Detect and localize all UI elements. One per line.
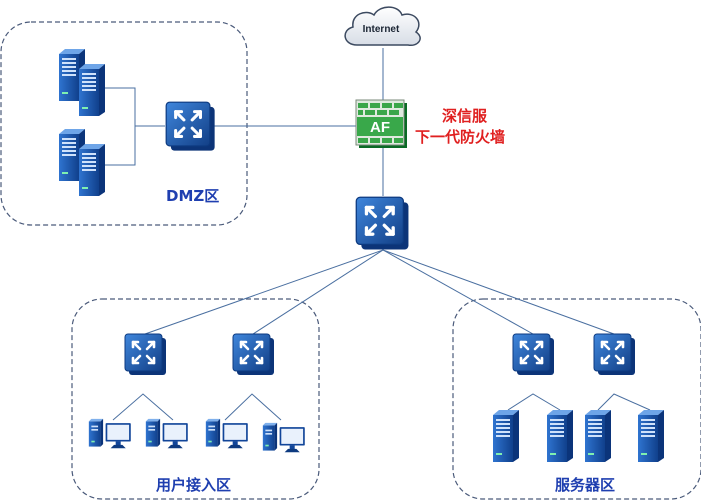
link-dmz-server-bottom — [105, 126, 136, 166]
dmz-switch-icon — [165, 101, 217, 153]
user-pc-4-icon — [262, 422, 305, 453]
access-switch-1-icon — [124, 333, 168, 377]
link-access2-pcs — [224, 393, 282, 421]
server-2-icon — [547, 410, 573, 462]
internet-label: Internet — [363, 24, 400, 35]
access-switch-2-icon — [232, 333, 276, 377]
link-server-sw2-servers — [597, 393, 651, 411]
user-pc-1-icon — [88, 418, 131, 449]
firewall-name-line1: 深信服 — [442, 107, 488, 125]
core-switch-icon — [355, 196, 411, 252]
user-access-zone-label: 用户接入区 — [156, 476, 232, 494]
server-zone-label: 服务器区 — [555, 476, 616, 494]
server-1-icon — [493, 410, 519, 462]
link-core-access1 — [144, 249, 384, 335]
link-core-access2 — [252, 249, 384, 335]
dmz-zone-label: DMZ区 — [166, 187, 220, 205]
server-3-icon — [585, 410, 611, 462]
server-switch-2-icon — [593, 333, 637, 377]
link-server-sw1-servers — [507, 393, 561, 411]
firewall-badge: AF — [370, 119, 390, 136]
user-pc-2-icon — [145, 418, 188, 449]
firewall-icon — [355, 99, 407, 148]
server-4-icon — [638, 410, 664, 462]
cloud-icon — [344, 6, 421, 47]
firewall-name: 深信服 下一代防火墙 — [415, 106, 505, 148]
link-dmz-server-top — [105, 87, 165, 127]
link-core-server-sw1 — [382, 249, 534, 335]
link-access1-pcs — [112, 393, 174, 421]
network-links — [105, 48, 651, 421]
server-zone-border — [452, 298, 701, 500]
server-switch-1-icon — [512, 333, 556, 377]
link-core-server-sw2 — [382, 249, 615, 335]
user-pc-3-icon — [205, 418, 248, 449]
dmz-zone-border — [0, 21, 248, 226]
dmz-server-1b-icon — [79, 64, 105, 116]
user-access-zone-border — [71, 298, 320, 500]
dmz-server-2b-icon — [79, 144, 105, 196]
firewall-name-line2: 下一代防火墙 — [415, 128, 506, 146]
